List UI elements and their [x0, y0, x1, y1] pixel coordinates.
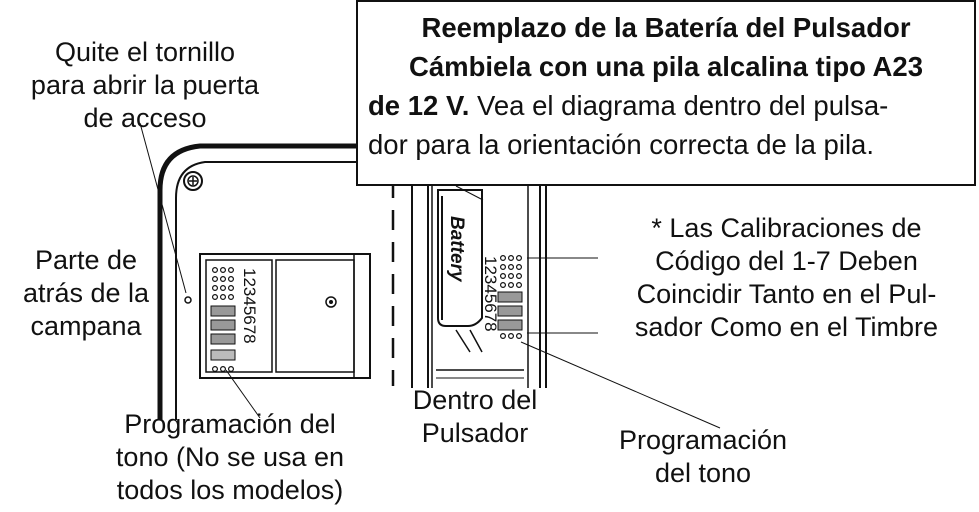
dip-grid-left: [212, 267, 235, 373]
dip-grid-right: [500, 255, 522, 340]
callout-title-line2: Cámbiela con una pila alcalina tipo A23: [409, 51, 923, 82]
label-calibration-line2: Código del 1-7 Deben: [655, 246, 918, 276]
chime-inner-outline: [175, 161, 358, 420]
callout-bold: de 12 V.: [368, 90, 470, 121]
label-calibration-line4: sador Como en el Timbre: [634, 312, 939, 342]
dip-jumpers-right: [497, 291, 523, 331]
label-back-line3: campana: [30, 311, 142, 341]
label-prog-left-line3: todos los modelos): [116, 475, 344, 505]
callout-line3: de 12 V. Vea el diagrama dentro del puls…: [368, 86, 964, 125]
label-inside: Dentro del Pulsador: [400, 384, 550, 450]
dip-numbers-right: 12345678: [481, 256, 500, 332]
dip-numbers-left: 12345678: [240, 268, 259, 344]
label-inside-line2: Pulsador: [421, 418, 529, 448]
label-inside-line1: Dentro del: [412, 385, 538, 415]
label-prog-left-line1: Programación del: [124, 409, 336, 439]
callout-rest: Vea el diagrama dentro del pulsa-: [469, 90, 889, 121]
battery-callout: Reemplazo de la Batería del Pulsador Cám…: [356, 0, 976, 186]
label-calibration-line1: * Las Calibraciones de: [651, 213, 922, 243]
callout-line4: dor para la orientación correcta de la p…: [368, 129, 874, 160]
label-back: Parte de atrás de la campana: [14, 244, 158, 343]
hole-icon: [184, 296, 192, 304]
leader-lines: [139, 122, 721, 429]
label-calibration: * Las Calibraciones de Código del 1-7 De…: [594, 212, 979, 344]
label-screw-line1: Quite el tornillo: [54, 37, 236, 67]
label-screw: Quite el tornillo para abrir la puerta d…: [0, 36, 290, 135]
label-prog-right: Programación del tono: [598, 424, 808, 490]
battery-text: Battery: [446, 216, 467, 283]
label-prog-right-line2: del tono: [654, 458, 752, 488]
label-calibration-line3: Coincidir Tanto en el Pul-: [636, 279, 937, 309]
label-back-line1: Parte de: [34, 245, 138, 275]
battery: [437, 189, 483, 353]
chime-body-outline: [157, 143, 358, 420]
pushbutton-interior: [411, 186, 547, 388]
label-back-line2: atrás de la: [22, 278, 150, 308]
label-prog-right-line1: Programación: [618, 425, 788, 455]
dip-jumpers-left: [210, 305, 236, 361]
label-prog-left-line2: tono (No se usa en: [115, 442, 345, 472]
screw-icon: [183, 171, 203, 191]
label-screw-line2: para abrir la puerta: [30, 70, 260, 100]
label-screw-line3: de acceso: [83, 103, 207, 133]
label-prog-left: Programación del tono (No se usa en todo…: [80, 408, 380, 507]
callout-title-line1: Reemplazo de la Batería del Pulsador: [421, 12, 911, 43]
